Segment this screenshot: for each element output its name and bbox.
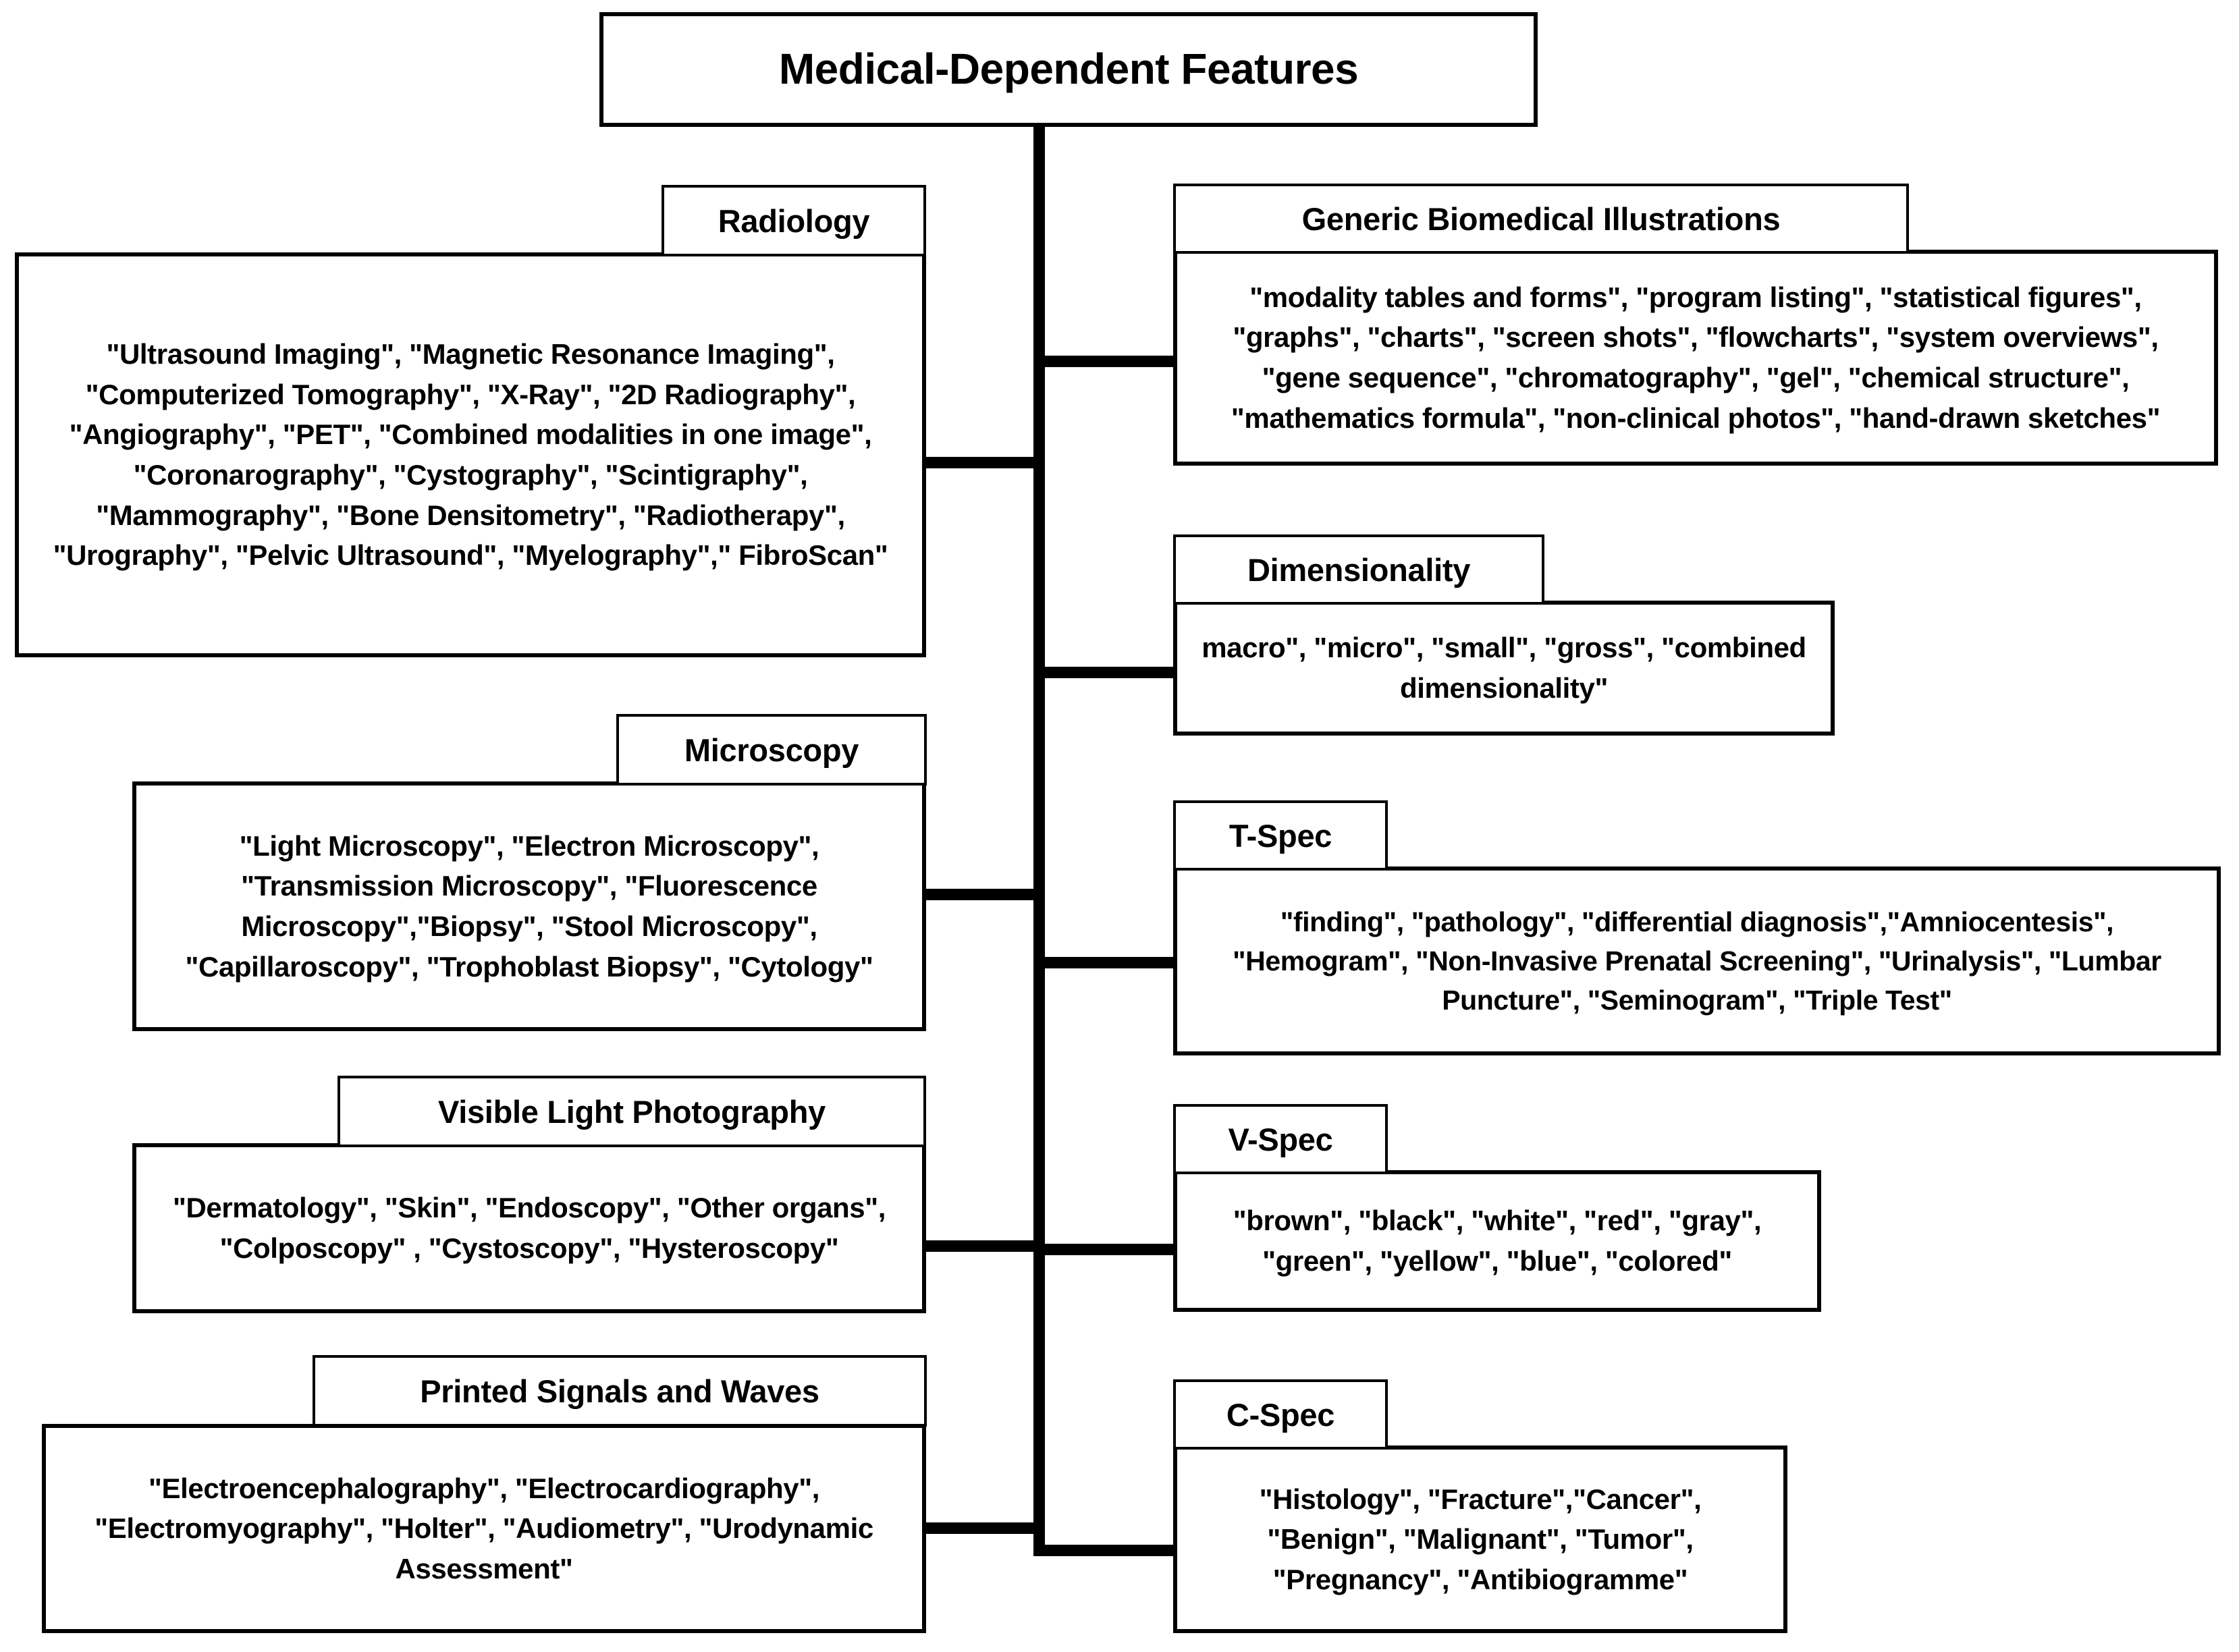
connector-radiology [918,457,1040,468]
node-items-dimensionality: macro", "micro", "small", "gross", "comb… [1202,632,1806,704]
header-tab-radiology: Radiology [662,185,926,256]
node-box-generic-biomedical-illustrations: "modality tables and forms", "program li… [1173,250,2218,466]
node-box-v-spec: "brown", "black", "white", "red", "gray"… [1173,1170,1821,1312]
header-label-t-spec: T-Spec [1229,817,1332,854]
connector-microscopy [918,889,1040,900]
node-items-v-spec: "brown", "black", "white", "red", "gray"… [1233,1205,1762,1277]
header-tab-v-spec: V-Spec [1173,1104,1388,1174]
connector-generic-biomedical-illustrations [1040,356,1175,367]
header-label-dimensionality: Dimensionality [1247,551,1471,588]
header-tab-microscopy: Microscopy [616,714,927,786]
node-box-microscopy: "Light Microscopy", "Electron Microscopy… [132,781,926,1031]
header-tab-dimensionality: Dimensionality [1173,534,1544,605]
root-title: Medical-Dependent Features [778,45,1359,94]
node-box-printed-signals-and-waves: "Electroencephalography", "Electrocardio… [42,1424,926,1633]
connector-visible-light-photography [918,1240,1040,1252]
header-label-printed-signals-and-waves: Printed Signals and Waves [420,1373,819,1409]
node-box-visible-light-photography: "Dermatology", "Skin", "Endoscopy", "Oth… [132,1143,926,1313]
header-tab-visible-light-photography: Visible Light Photography [338,1076,926,1147]
header-label-c-spec: C-Spec [1226,1396,1335,1433]
node-box-dimensionality: macro", "micro", "small", "gross", "comb… [1173,601,1835,736]
connector-printed-signals-and-waves [918,1522,1040,1534]
header-label-generic-biomedical-illustrations: Generic Biomedical Illustrations [1301,200,1781,237]
connector-v-spec [1040,1244,1175,1255]
node-items-c-spec: "Histology", "Fracture","Cancer", "Benig… [1259,1483,1702,1595]
node-box-radiology: "Ultrasound Imaging", "Magnetic Resonanc… [15,252,926,657]
header-tab-c-spec: C-Spec [1173,1379,1388,1450]
header-tab-printed-signals-and-waves: Printed Signals and Waves [313,1355,927,1427]
node-items-visible-light-photography: "Dermatology", "Skin", "Endoscopy", "Oth… [172,1192,886,1264]
node-items-radiology: "Ultrasound Imaging", "Magnetic Resonanc… [53,338,888,572]
node-items-generic-biomedical-illustrations: "modality tables and forms", "program li… [1231,281,2161,434]
header-tab-t-spec: T-Spec [1173,800,1388,871]
node-box-t-spec: "finding", "pathology", "differential di… [1173,866,2221,1055]
header-tab-generic-biomedical-illustrations: Generic Biomedical Illustrations [1173,184,1909,254]
node-items-microscopy: "Light Microscopy", "Electron Microscopy… [185,829,873,983]
header-label-microscopy: Microscopy [684,732,859,768]
header-label-radiology: Radiology [718,202,870,239]
node-box-c-spec: "Histology", "Fracture","Cancer", "Benig… [1173,1446,1787,1633]
connector-c-spec [1040,1545,1175,1556]
root-node-medical-dependent-features: Medical-Dependent Features [599,12,1538,127]
connector-dimensionality [1040,667,1175,678]
connector-t-spec [1040,957,1175,968]
header-label-v-spec: V-Spec [1228,1121,1333,1157]
header-label-visible-light-photography: Visible Light Photography [438,1093,826,1130]
spine-trunk-vertical [1033,127,1045,1556]
node-items-t-spec: "finding", "pathology", "differential di… [1233,906,2161,1016]
node-items-printed-signals-and-waves: "Electroencephalography", "Electrocardio… [95,1472,873,1585]
